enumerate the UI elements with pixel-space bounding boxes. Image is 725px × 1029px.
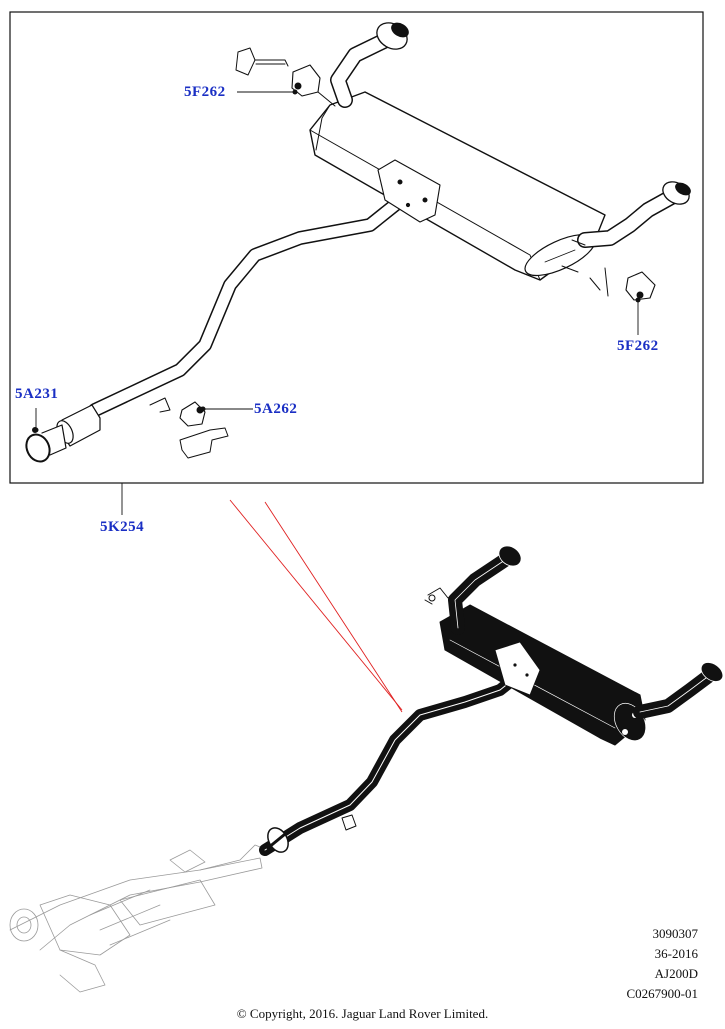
overview-pipe [259,672,521,856]
detail-frame [9,11,704,484]
ref-code-4: C0267900-01 [626,986,699,1001]
pipe-clamp [25,433,51,463]
callout-5a262[interactable]: 5A262 [254,401,298,417]
overview-silencer [439,604,646,746]
callout-5f262-top[interactable]: 5F262 [184,84,226,100]
ref-code-1: 3090307 [652,926,699,941]
callout-dots [33,89,641,433]
isolator-front [179,401,206,427]
heat-shield-bracket [179,427,229,459]
projection-lines [229,499,403,713]
copyright-notice: © Copyright, 2016. Jaguar Land Rover Lim… [236,1006,489,1021]
ref-code-3: AJ200D [654,966,698,981]
underbody-context [9,844,269,993]
callout-leaders [35,91,639,515]
detail-exhaust-assembly [25,22,691,463]
isolator-right [625,271,656,301]
callout-5k254[interactable]: 5K254 [100,519,145,535]
ref-code-2: 36-2016 [654,946,698,961]
hanger-bracket-top [235,47,289,76]
callout-5a231[interactable]: 5A231 [15,386,59,402]
overview-exhaust-system [9,545,724,993]
callout-5f262-right[interactable]: 5F262 [617,338,659,354]
